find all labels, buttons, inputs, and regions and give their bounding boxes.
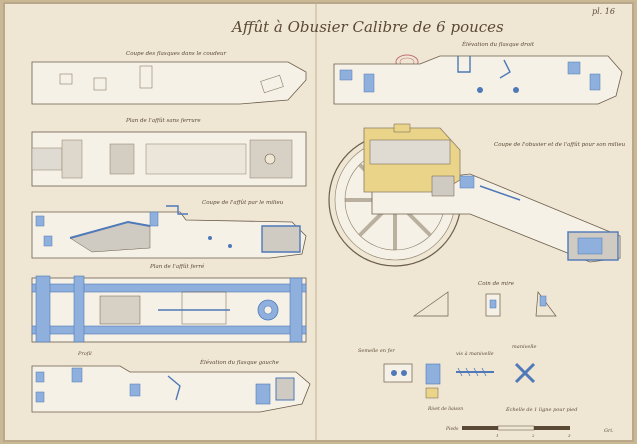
scale-unit: Pieds: [445, 426, 459, 432]
scale-title: Échelle de 1 ligne pour pied: [505, 405, 577, 413]
plan-wood-drawing: [31, 131, 307, 187]
label-sub-mid: vis à manivelle: [456, 350, 494, 357]
scale-tick-3: 3: [568, 433, 571, 438]
left-elevation-bottom-drawing: [31, 365, 311, 413]
label-sub-right: manivelle: [512, 344, 537, 350]
label-sub-left: Semelle en fer: [358, 348, 395, 354]
flasque-outline-drawing: [31, 61, 307, 105]
label-coupe-mid: Coupe de l'affût par le milieu: [202, 199, 284, 206]
small-parts-drawing: [383, 362, 536, 399]
coin-de-mire-drawing: [412, 291, 557, 317]
label-plan-wood: Plan de l'affût sans ferrure: [125, 117, 201, 124]
label-flasque-outer: Coupe des flasques dans le coudeur: [126, 51, 227, 57]
coupe-mid-drawing: [31, 205, 307, 259]
wheel-section-drawing: [328, 123, 621, 267]
scale-tick-2: 2: [531, 433, 535, 438]
plate-number: pl. 16: [592, 7, 615, 16]
label-plan-iron: Plan de l'affût ferré: [149, 263, 205, 270]
sheet-title: Affût à Obusier Calibre de 6 pouces: [230, 18, 504, 36]
label-left-elev-bottom: Élévation du flasque gauche: [199, 358, 280, 366]
scale-tick-1: 1: [496, 433, 499, 438]
label-small-note: Rivet de liaison: [427, 406, 463, 412]
signature: Gri.: [604, 428, 614, 434]
label-section-barrel: Coupe de l'obusier et de l'affût pour so…: [494, 141, 626, 148]
plan-iron-drawing: [31, 275, 307, 343]
label-left-small: Profil: [77, 351, 92, 357]
scale-bar: [462, 425, 570, 431]
label-coin-mire: Coin de mire: [478, 281, 515, 287]
label-flasque-elev-top: Élévation du flasque droit: [461, 40, 535, 48]
flasque-elevation-right-drawing: [333, 55, 623, 105]
